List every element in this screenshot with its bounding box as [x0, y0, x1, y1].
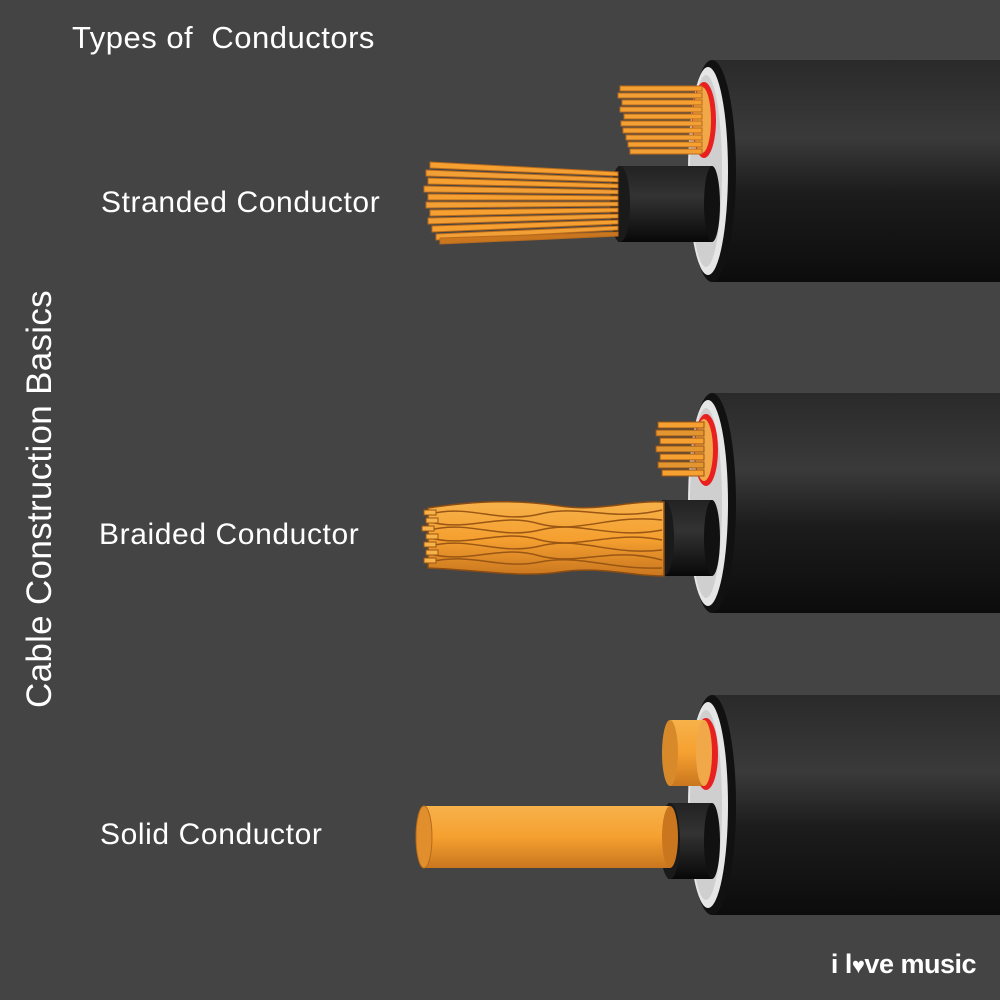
stranded-conductor-label: Stranded Conductor	[101, 186, 381, 219]
inner-insulation	[654, 500, 720, 576]
main-stranded-conductor	[423, 161, 619, 245]
solid-conductor-label: Solid Conductor	[100, 818, 323, 851]
page-title: Types of Conductors	[72, 20, 375, 55]
main-braided-conductor	[421, 501, 665, 577]
secondary-stranded-conductor	[617, 85, 703, 155]
braided-cable-illustration	[421, 393, 1000, 613]
main-solid-conductor	[415, 805, 678, 869]
stranded-cable-illustration	[423, 60, 1000, 282]
solid-cable-illustration	[415, 695, 1000, 915]
inner-insulation	[610, 166, 720, 242]
outer-jacket	[688, 393, 1000, 613]
outer-jacket	[688, 60, 1000, 282]
outer-jacket	[688, 695, 1000, 915]
braided-conductor-label: Braided Conductor	[99, 518, 360, 551]
secondary-braided-conductor	[655, 421, 705, 477]
brand-logo: i l♥ve music	[830, 949, 977, 979]
heart-icon: ♥	[851, 953, 865, 978]
secondary-solid-conductor	[662, 720, 712, 786]
